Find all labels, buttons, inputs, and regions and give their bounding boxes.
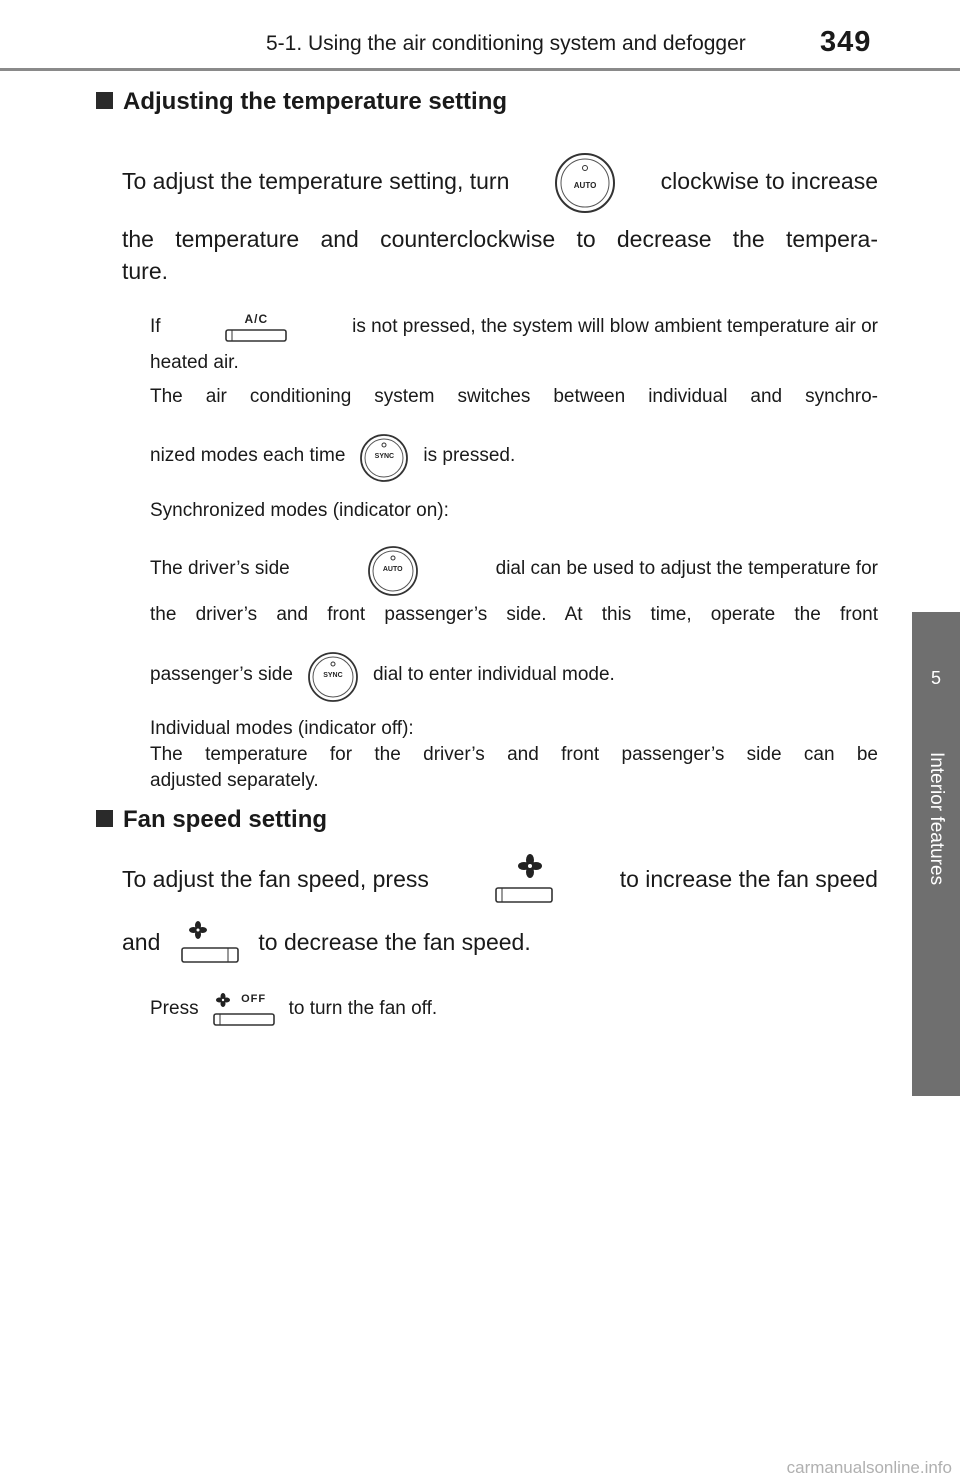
fan-up-button-icon — [492, 852, 556, 906]
note-ac-end: is not pressed, the system will blow amb… — [352, 316, 878, 337]
note-driver-line-1: The driver’s side AUTO dial can be used … — [150, 540, 878, 598]
note-sync-start: nized modes each time — [150, 445, 346, 466]
fan-off-button-icon: OFF — [211, 990, 277, 1028]
note-driver-line-2: the driver’s and front passenger’s side.… — [150, 604, 878, 625]
fan-off-line: Press OFF to turn the fan off. — [150, 990, 437, 1028]
note-driver-end: dial can be used to adjust the temperatu… — [495, 558, 878, 579]
temp-line-1-start: To adjust the temperature setting, turn — [122, 167, 510, 194]
auto-dial-icon-small: AUTO — [367, 540, 419, 598]
note-individual-heading: Individual modes (indicator off): — [150, 718, 414, 739]
sync-dial-label: SYNC — [374, 453, 395, 460]
page-number: 349 — [820, 26, 872, 58]
side-tab: 5 Interior features — [912, 612, 960, 1096]
note-passenger-start: passenger’s side — [150, 664, 293, 685]
temp-line-1-end: clockwise to increase — [660, 167, 878, 194]
fan-line-2: and to decrease the fan speed. — [122, 918, 531, 966]
note-driver-line-3: passenger’s side SYNC dial to enter indi… — [150, 646, 615, 704]
side-tab-label: Interior features — [926, 752, 947, 886]
header-title: 5-1. Using the air conditioning system a… — [266, 32, 746, 55]
temp-line-1: To adjust the temperature setting, turn … — [122, 146, 878, 216]
auto-dial-small-label: AUTO — [382, 566, 403, 573]
header-rule — [0, 68, 960, 71]
auto-dial-label: AUTO — [573, 181, 597, 190]
ac-button-icon: A/C — [224, 310, 288, 344]
note-passenger-end: dial to enter individual mode. — [372, 664, 615, 685]
side-tab-chapter: 5 — [930, 668, 941, 688]
fan-off-end: to turn the fan off. — [288, 998, 438, 1019]
fan-line-2-start: and — [122, 928, 161, 955]
note-driver-start: The driver’s side — [150, 558, 290, 579]
ac-button-label: A/C — [244, 312, 269, 326]
section-heading-fan: Fan speed setting — [96, 806, 327, 834]
fan-line-2-end: to decrease the fan speed. — [258, 928, 531, 955]
temp-line-2: the temperature and counterclockwise to … — [122, 226, 878, 252]
fan-off-label: OFF — [241, 993, 267, 1005]
temp-line-3: ture. — [122, 258, 169, 284]
fan-line-1-end: to increase the fan speed — [619, 865, 878, 892]
sync-dial-small-label: SYNC — [323, 672, 343, 679]
sync-dial-icon-small: SYNC — [307, 646, 359, 704]
fan-down-button-icon — [178, 918, 242, 966]
watermark: carmanualsonline.info — [786, 1458, 952, 1477]
fan-line-1-start: To adjust the fan speed, press — [122, 865, 429, 892]
square-bullet-icon — [96, 810, 113, 827]
fan-line-1: To adjust the fan speed, press to increa… — [122, 852, 878, 906]
note-sync-end: is pressed. — [423, 445, 516, 466]
sync-dial-icon: SYNC — [359, 428, 409, 484]
note-individual-line-2: adjusted separately. — [150, 770, 319, 791]
note-sync-line-1: The air conditioning system switches bet… — [150, 386, 878, 407]
note-sync-line-2: nized modes each time SYNC is pressed. — [150, 428, 515, 484]
note-individual-line-1: The temperature for the driver’s and fro… — [150, 744, 878, 765]
fan-off-start: Press — [150, 998, 199, 1019]
square-bullet-icon — [96, 92, 113, 109]
section-heading-temperature: Adjusting the temperature setting — [96, 88, 507, 116]
auto-dial-icon: AUTO — [554, 146, 616, 216]
note-synchronized-heading: Synchronized modes (indicator on): — [150, 500, 449, 521]
note-ac-line: If A/C is not pressed, the system will b… — [150, 310, 878, 344]
note-ac-line-2: heated air. — [150, 352, 239, 373]
note-ac-start: If — [150, 316, 161, 337]
